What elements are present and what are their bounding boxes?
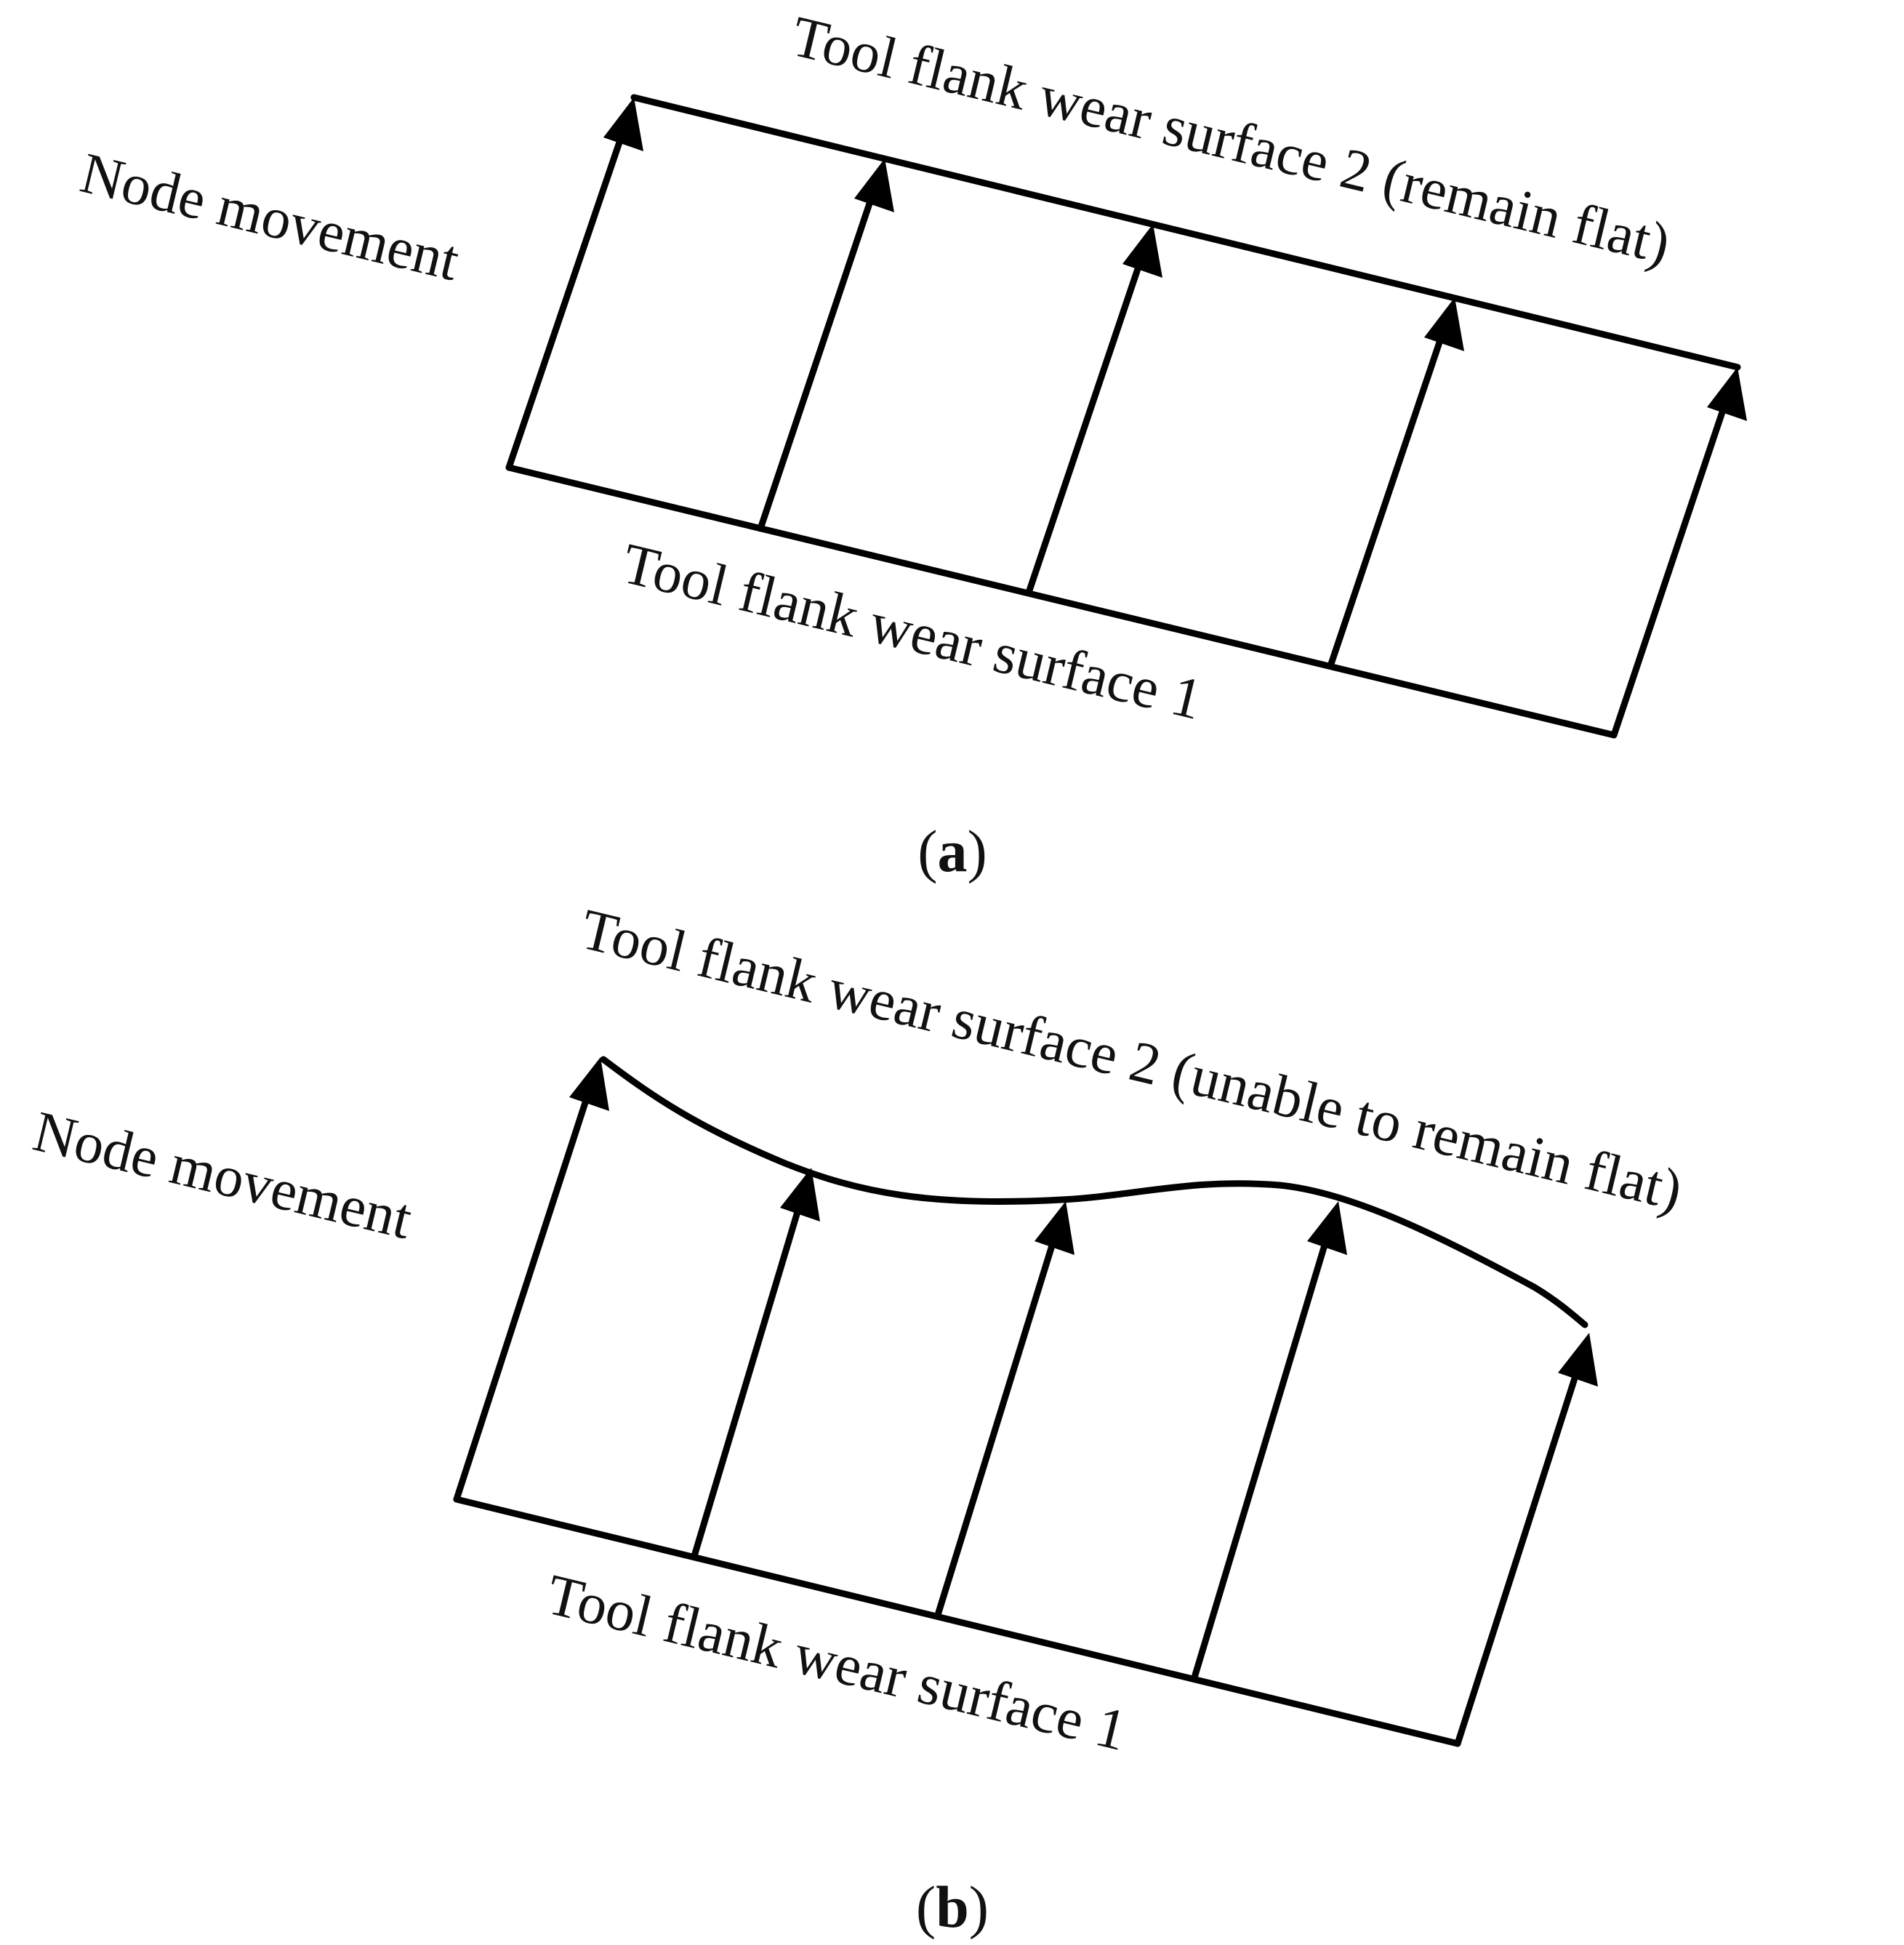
- panel-b-arrowhead: [569, 1057, 609, 1111]
- panel-b-node-arrows: [453, 1057, 1598, 1747]
- panel-b-arrowhead: [1558, 1333, 1598, 1387]
- panel-b: Tool flank wear surface 2 (unable to rem…: [28, 897, 1688, 1940]
- panel-b-surface-2-label: Tool flank wear surface 2 (unable to rem…: [575, 897, 1688, 1223]
- panel-a-node-arrows: [505, 97, 1747, 739]
- panel-a-arrowhead: [1707, 367, 1747, 421]
- panel-b-node-arrow: [691, 1196, 805, 1560]
- panel-a-node-arrow: [1610, 396, 1730, 739]
- panel-b-node-movement-label: Node movement: [28, 1099, 418, 1252]
- panel-a-node-movement-label: Node movement: [75, 141, 465, 294]
- panel-b-node-arrow: [453, 1086, 593, 1503]
- panel-a-surface-1-line: [505, 464, 1618, 739]
- panel-a-node-arrow: [505, 126, 627, 471]
- panel-a-arrowhead: [1122, 224, 1162, 278]
- panel-a-surface-2-label: Tool flank wear surface 2 (remain flat): [786, 4, 1676, 277]
- panel-b-node-arrow: [1191, 1230, 1332, 1681]
- panel-b-node-arrow: [934, 1230, 1059, 1619]
- panel-a-surface-1-label: Tool flank wear surface 1: [616, 532, 1208, 732]
- panel-b-arrowhead: [1307, 1201, 1347, 1255]
- panel-b-arrowhead: [1035, 1201, 1074, 1255]
- panel-b-node-arrow: [1454, 1361, 1583, 1747]
- panel-a-node-arrow: [1327, 326, 1447, 670]
- panel-a-node-arrow: [1025, 252, 1146, 596]
- panel-a-arrowhead: [854, 159, 894, 212]
- panel-b-arrowhead: [780, 1168, 820, 1222]
- panel-a-arrowhead: [1424, 297, 1464, 351]
- panel-a-surface-2-line: [630, 94, 1741, 371]
- panel-a-node-arrow: [757, 187, 877, 532]
- panel-a-caption: (a): [917, 818, 987, 884]
- panel-a-arrowhead: [603, 97, 643, 151]
- panel-b-surface-2-curve: [600, 1056, 1588, 1328]
- panel-b-surface-1-line: [453, 1496, 1461, 1747]
- panel-a: Tool flank wear surface 2 (remain flat) …: [75, 4, 1747, 884]
- panel-b-caption: (b): [916, 1874, 989, 1940]
